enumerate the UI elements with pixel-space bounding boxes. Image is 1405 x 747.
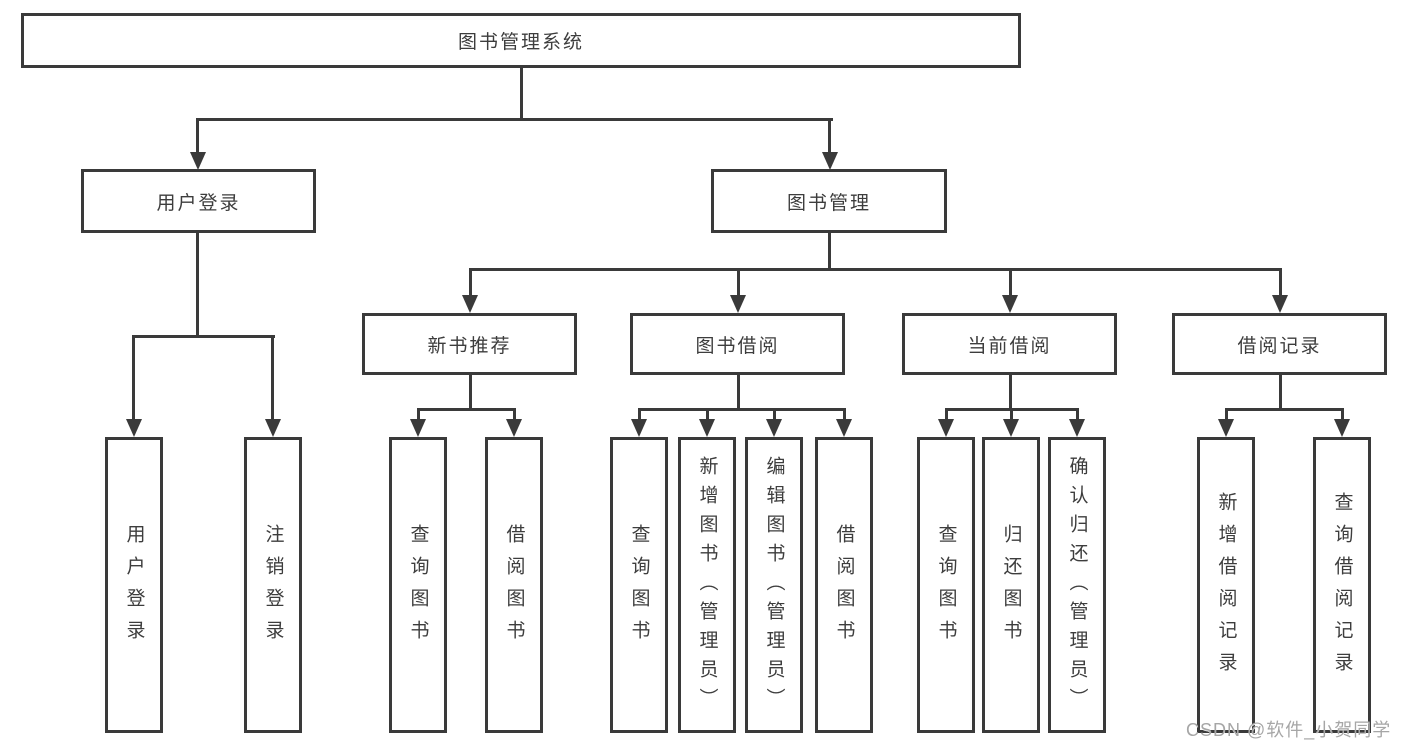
arrow-down-icon (822, 152, 838, 170)
connector-line (469, 268, 472, 299)
node-leaf-borrow-book: 借阅图书 (815, 437, 873, 733)
node-book-management: 图书管理 (711, 169, 947, 233)
arrow-down-icon (462, 295, 478, 313)
connector-line (706, 408, 709, 422)
connector-line (1010, 408, 1013, 422)
connector-line (737, 375, 740, 410)
arrow-down-icon (699, 419, 715, 437)
node-label: 借阅记录 (1237, 335, 1322, 357)
arrow-down-icon (410, 419, 426, 437)
connector-line (417, 408, 420, 422)
node-leaf-add-borrow-record: 新增借阅记录 (1197, 437, 1255, 733)
arrow-down-icon (1272, 295, 1288, 313)
arrow-down-icon (1002, 295, 1018, 313)
node-leaf-query-book-borrow: 查询图书 (610, 437, 668, 733)
node-leaf-query-borrow-record: 查询借阅记录 (1313, 437, 1371, 733)
arrow-down-icon (730, 295, 746, 313)
connector-line (196, 118, 199, 155)
arrow-down-icon (938, 419, 954, 437)
connector-line (469, 375, 472, 410)
connector-line (469, 268, 1282, 271)
arrow-down-icon (190, 152, 206, 170)
connector-line (132, 335, 135, 421)
connector-line (638, 408, 641, 422)
connector-line (520, 67, 523, 120)
connector-line (1279, 268, 1282, 299)
node-leaf-add-book-admin: 新增图书（管理员） (678, 437, 736, 733)
arrow-down-icon (836, 419, 852, 437)
connector-line (1009, 268, 1012, 299)
connector-line (638, 408, 846, 411)
connector-line (828, 233, 831, 270)
connector-line (1009, 375, 1012, 410)
connector-line (737, 268, 740, 299)
connector-line (196, 118, 833, 121)
node-borrow-record: 借阅记录 (1172, 313, 1387, 375)
arrow-down-icon (1069, 419, 1085, 437)
connector-line (828, 118, 831, 155)
arrow-down-icon (506, 419, 522, 437)
node-new-book-recommend: 新书推荐 (362, 313, 577, 375)
node-leaf-borrow-book-recommend: 借阅图书 (485, 437, 543, 733)
connector-line (1341, 408, 1344, 422)
node-leaf-logout: 注销登录 (244, 437, 302, 733)
arrow-down-icon (1218, 419, 1234, 437)
connector-line (1225, 408, 1344, 411)
connector-line (1076, 408, 1079, 422)
node-user-login: 用户登录 (81, 169, 316, 233)
node-current-borrow: 当前借阅 (902, 313, 1117, 375)
connector-line (1225, 408, 1228, 422)
node-label: 图书借阅 (695, 335, 780, 357)
connector-line (513, 408, 516, 422)
node-leaf-return-book: 归还图书 (982, 437, 1040, 733)
node-label: 当前借阅 (967, 335, 1052, 357)
node-leaf-edit-book-admin: 编辑图书（管理员） (745, 437, 803, 733)
node-leaf-user-login: 用户登录 (105, 437, 163, 733)
csdn-watermark: CSDN @软件_小贺同学 (1186, 720, 1392, 740)
node-book-borrow: 图书借阅 (630, 313, 845, 375)
connector-line (773, 408, 776, 422)
node-leaf-confirm-return-admin: 确认归还（管理员） (1048, 437, 1106, 733)
node-label: 新书推荐 (427, 335, 512, 357)
connector-line (843, 408, 846, 422)
connector-line (945, 408, 948, 422)
connector-line (196, 233, 199, 337)
node-label: 图书管理 (786, 192, 871, 214)
node-leaf-query-book-current: 查询图书 (917, 437, 975, 733)
connector-line (1279, 375, 1282, 410)
connector-line (417, 408, 516, 411)
arrow-down-icon (126, 419, 142, 437)
arrow-down-icon (1003, 419, 1019, 437)
node-root-library-system: 图书管理系统 (21, 13, 1021, 68)
node-leaf-query-book-recommend: 查询图书 (389, 437, 447, 733)
arrow-down-icon (265, 419, 281, 437)
arrow-down-icon (631, 419, 647, 437)
arrow-down-icon (766, 419, 782, 437)
connector-line (271, 335, 274, 421)
node-label: 图书管理系统 (457, 32, 584, 53)
connector-line (132, 335, 275, 338)
arrow-down-icon (1334, 419, 1350, 437)
node-label: 用户登录 (156, 192, 241, 214)
